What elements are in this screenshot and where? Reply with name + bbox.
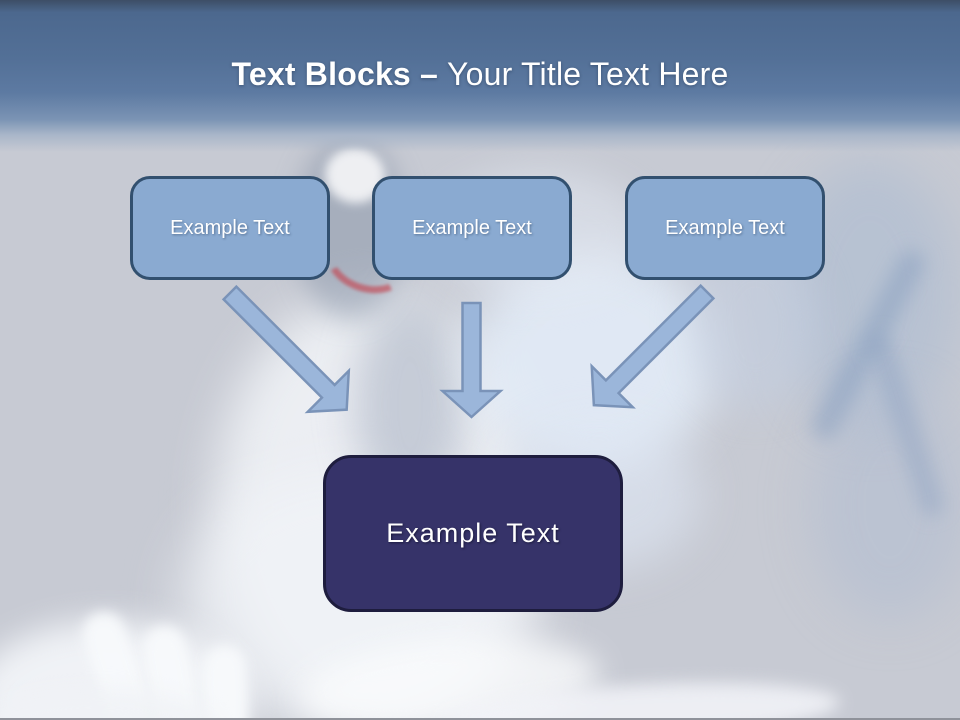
background-machinery-blob [810, 390, 960, 620]
text-block-3-label: Example Text [665, 216, 785, 239]
down-right-arrow-icon [221, 284, 351, 414]
slide-title: Text Blocks –Your Title Text Here [0, 56, 960, 93]
text-block-2: Example Text [372, 176, 572, 280]
slide-header: Text Blocks –Your Title Text Here [0, 0, 960, 155]
down-left-arrow-icon [590, 283, 716, 409]
slide-title-placeholder: Your Title Text Here [447, 56, 729, 92]
target-text-block: Example Text [323, 455, 623, 612]
text-block-3: Example Text [625, 176, 825, 280]
text-block-1-label: Example Text [170, 216, 290, 239]
down-arrow-icon [439, 301, 504, 419]
text-block-1: Example Text [130, 176, 330, 280]
target-text-block-label: Example Text [386, 518, 560, 548]
slide-title-topic: Text Blocks – [231, 56, 439, 92]
text-block-2-label: Example Text [412, 216, 532, 239]
